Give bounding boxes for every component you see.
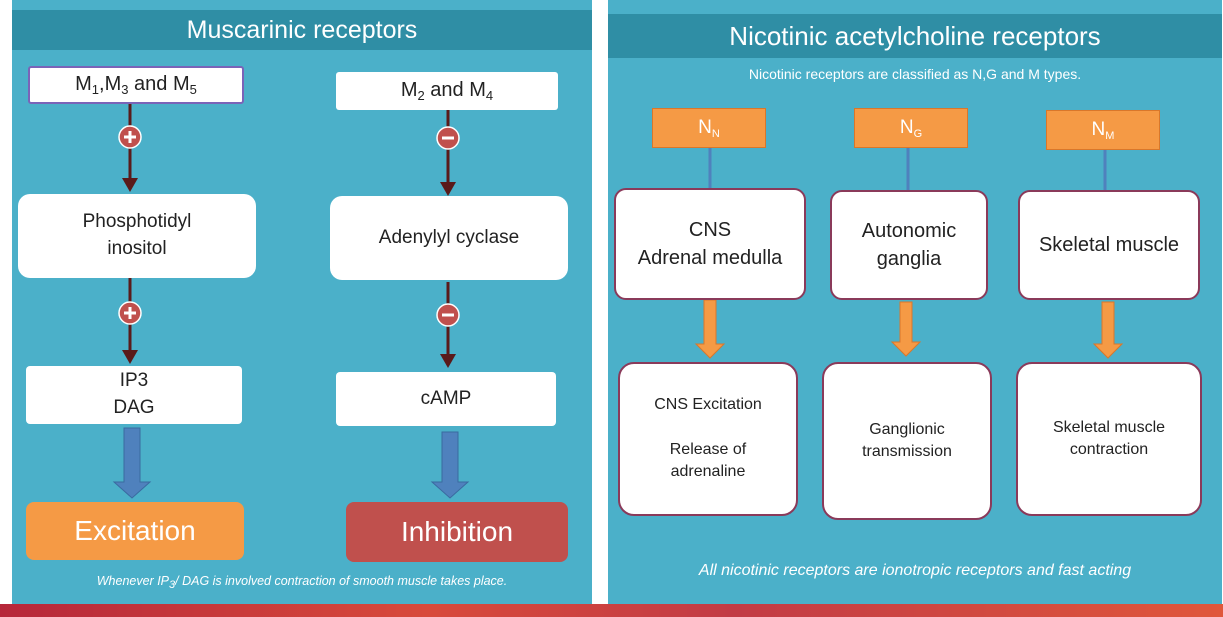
blue-arrow-right [430, 431, 470, 499]
camp-box: cAMP [336, 372, 556, 426]
muscarinic-arrows [112, 104, 470, 499]
nm-tag: NM [1046, 110, 1160, 150]
nicotinic-subtitle: Nicotinic receptors are classified as N,… [748, 66, 1082, 82]
arrowhead-right-2 [440, 354, 456, 368]
m2-m4-box: M2 and M4 [336, 72, 558, 110]
adenylyl-cyclase-box: Adenylyl cyclase [330, 196, 568, 280]
muscarinic-title: Muscarinic receptors [12, 10, 592, 50]
cns-adrenal-medulla-box: CNS Adrenal medulla [614, 188, 806, 300]
skeletal-muscle-contraction-box: Skeletal muscle contraction [1016, 362, 1202, 516]
orange-arrow-nn [694, 299, 726, 359]
autonomic-ganglia-box: Autonomic ganglia [830, 190, 988, 300]
plus-icon-1 [118, 125, 142, 149]
minus-icon-2 [436, 303, 460, 327]
orange-arrow-nm [1092, 301, 1124, 359]
cns-excitation-box: CNS Excitation Release of adrenaline [618, 362, 798, 516]
plus-icon-2 [118, 301, 142, 325]
arrowhead-left-2 [122, 350, 138, 364]
excitation-box: Excitation [26, 502, 244, 560]
nicotinic-connectors [694, 148, 1124, 359]
ganglionic-transmission-box: Ganglionic transmission [822, 362, 992, 520]
minus-icon-1 [436, 126, 460, 150]
m1-m3-m5-box: M1,M3 and M5 [28, 66, 244, 104]
nn-tag: NN [652, 108, 766, 148]
ng-tag: NG [854, 108, 968, 148]
blue-arrow-left [112, 427, 152, 499]
arrowhead-left-1 [122, 178, 138, 192]
phosphotidyl-inositol-box: Phosphotidyl inositol [18, 194, 256, 278]
skeletal-muscle-box: Skeletal muscle [1018, 190, 1200, 300]
ip3-dag-box: IP3 DAG [26, 366, 242, 424]
orange-arrow-ng [890, 301, 922, 357]
muscarinic-panel: Muscarinic receptors [12, 0, 592, 604]
nicotinic-title: Nicotinic acetylcholine receptors [608, 14, 1222, 58]
nicotinic-footnote: All nicotinic receptors are ionotropic r… [698, 562, 1132, 579]
inhibition-box: Inhibition [346, 502, 568, 562]
muscarinic-footnote: Whenever IP3/ DAG is involved contractio… [96, 574, 508, 591]
nicotinic-panel: Nicotinic acetylcholine receptors Nicoti… [608, 0, 1222, 604]
arrowhead-right-1 [440, 182, 456, 196]
decorative-bottom-strip [0, 604, 1223, 617]
